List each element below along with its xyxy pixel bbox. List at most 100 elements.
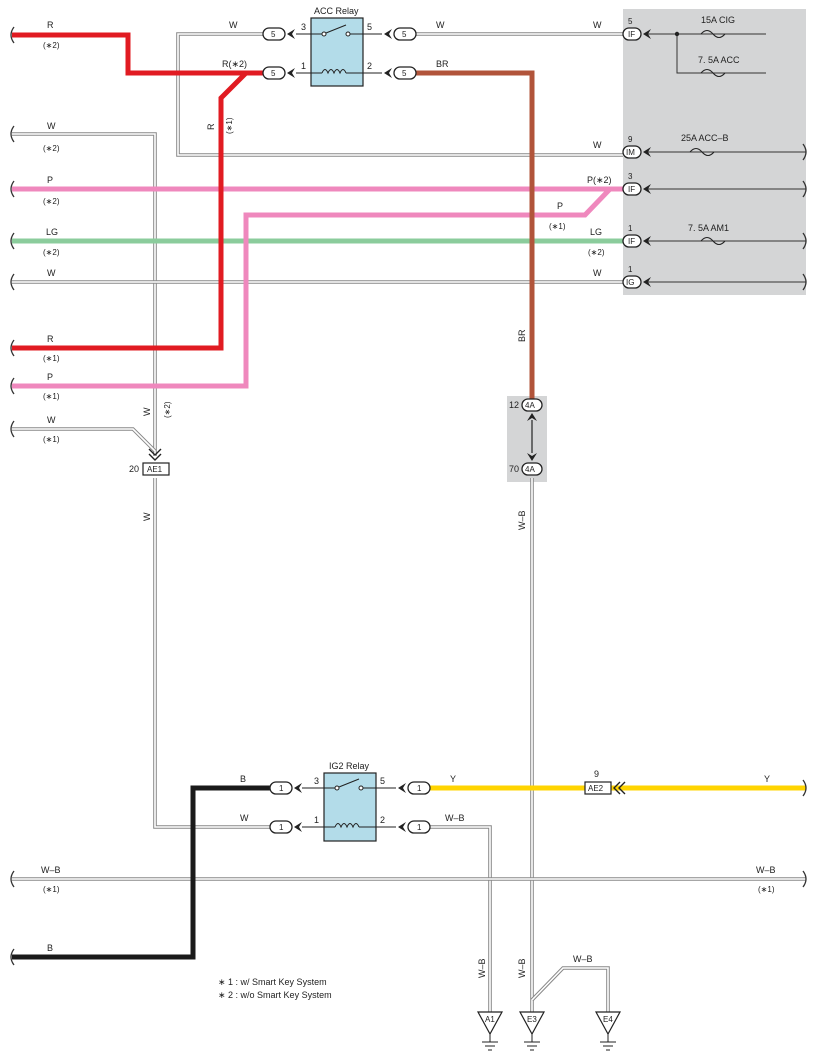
lbl-r-top: R (47, 20, 54, 30)
lbl-lg-left: LG (46, 227, 58, 237)
lbl-wb-long-left: W–B (41, 865, 61, 875)
lbl-wb-long-right-note: (∗1) (758, 885, 775, 894)
fuses (689, 29, 726, 246)
jb-conn1-pin: 5 (628, 17, 633, 26)
lbl-p-mid-note: (∗1) (549, 222, 566, 231)
lbl-w-ig-right: W (593, 268, 602, 278)
conn-acc-pin5: 5 (402, 30, 407, 39)
jb-conn1-name: IF (628, 30, 635, 39)
fuse-am1: 7. 5A AM1 (688, 223, 729, 233)
fuse-acc: 7. 5A ACC (698, 55, 740, 65)
c4a-top-name: 4A (525, 401, 535, 410)
lbl-r2-mid: R(∗2) (222, 59, 247, 69)
lbl-b-bottom: B (47, 943, 53, 953)
ig2-relay-connectors (269, 781, 431, 834)
wire-w-low-left-ae1 (12, 427, 157, 453)
acc-relay-pin1: 1 (301, 61, 306, 71)
ae2-pin: 9 (594, 769, 599, 779)
jb-conn2-pin: 9 (628, 135, 633, 144)
lbl-w-left: W (47, 121, 56, 131)
junction-internal-wires (648, 33, 806, 283)
jb-conn5-pin: 1 (628, 265, 633, 274)
lbl-wb-e3: W–B (517, 958, 527, 978)
ig2-relay-pin3: 3 (314, 776, 319, 786)
conn-ig2-pin2: 1 (417, 823, 422, 832)
wire-wb-ig2-a1 (430, 825, 492, 1012)
lbl-lg-right: LG (590, 227, 602, 237)
jb-conn3-name: IF (628, 185, 635, 194)
lbl-y-left: Y (450, 774, 456, 784)
lbl-y-right: Y (764, 774, 770, 784)
c4a-bottom-pin: 70 (509, 464, 519, 474)
conn-ig2-pin1: 1 (279, 823, 284, 832)
lbl-p-mid: P (557, 201, 563, 211)
wire-labels: R (∗2) W W W R(∗2) BR W W (∗2) P (∗2) P(… (41, 20, 776, 978)
ground-e3 (518, 1011, 546, 1051)
ig2-relay-pin2: 2 (380, 815, 385, 825)
lbl-r-vertical: R (206, 123, 216, 130)
conn-acc-pin1: 5 (271, 69, 276, 78)
lbl-w-top: W (229, 20, 238, 30)
c4a-top-pin: 12 (509, 400, 519, 410)
ground-a1 (476, 1011, 504, 1051)
jb-conn3-pin: 3 (628, 172, 633, 181)
wire-r-low (12, 71, 248, 351)
lbl-lg-left-note: (∗2) (43, 248, 60, 257)
wire-w-top-loop (176, 32, 623, 157)
white-wires (12, 32, 806, 1012)
ae2-name: AE2 (588, 784, 604, 793)
conn-acc-pin3: 5 (271, 30, 276, 39)
lbl-wb-vertical: W–B (517, 510, 527, 530)
connector-4a (521, 398, 543, 476)
lbl-br-vertical: BR (517, 329, 527, 342)
connector-ae1 (142, 448, 170, 476)
ground-e3-label: E3 (527, 1015, 537, 1024)
lbl-w-low-left: W (47, 415, 56, 425)
lbl-r-top-note: (∗2) (43, 41, 60, 50)
lbl-r-mid-left-note: (∗1) (43, 354, 60, 363)
conn-ig2-pin5: 1 (417, 784, 422, 793)
lbl-wb-long-right: W–B (756, 865, 776, 875)
wire-p-low (12, 187, 612, 389)
lbl-w-im: W (593, 140, 602, 150)
colored-wires (12, 32, 806, 960)
acc-relay-pin3: 3 (301, 22, 306, 32)
splice-dot (674, 31, 680, 37)
jb-conn2-name: IM (626, 148, 635, 157)
lbl-w-ig-left: W (47, 268, 56, 278)
lbl-w-vertical-upper-note: (∗2) (163, 401, 172, 418)
acc-relay-pin5: 5 (367, 22, 372, 32)
ig2-relay (302, 772, 396, 842)
wire-breaks (10, 26, 807, 966)
wire-w-ae1-ig2 (153, 478, 270, 829)
lbl-wb-long-left-note: (∗1) (43, 885, 60, 894)
lbl-lg-right-note: (∗2) (588, 248, 605, 257)
junction-connectors (622, 27, 651, 289)
ground-a1-label: A1 (485, 1015, 495, 1024)
jb-conn5-name: IG (626, 278, 634, 287)
lbl-w-top-right-1: W (436, 20, 445, 30)
wire-wb-e3-e4 (530, 966, 610, 1012)
lbl-wb-e4: W–B (573, 954, 593, 964)
ground-e4 (594, 1011, 622, 1051)
ig2-relay-title: IG2 Relay (329, 761, 370, 771)
lbl-w-left-note: (∗2) (43, 144, 60, 153)
connector-ae2 (584, 781, 626, 795)
lbl-b-ig2: B (240, 774, 246, 784)
lbl-w-top-right-2: W (593, 20, 602, 30)
acc-relay (296, 17, 382, 87)
lbl-wb-ig2: W–B (445, 813, 465, 823)
lbl-w-ig2: W (240, 813, 249, 823)
wire-w-left-ae1 (12, 132, 157, 456)
acc-relay-connectors (262, 27, 417, 80)
lbl-p-top-right: P(∗2) (587, 175, 612, 185)
lbl-w-vertical-lower: W (142, 512, 152, 521)
c4a-bottom-name: 4A (525, 465, 535, 474)
fuse-acc-b: 25A ACC–B (681, 133, 729, 143)
wire-br (416, 70, 535, 403)
lbl-r-mid-left: R (47, 334, 54, 344)
lbl-r-vertical-note: (∗1) (225, 117, 234, 134)
ground-e4-label: E4 (603, 1015, 613, 1024)
lbl-p-low-left-note: (∗1) (43, 392, 60, 401)
